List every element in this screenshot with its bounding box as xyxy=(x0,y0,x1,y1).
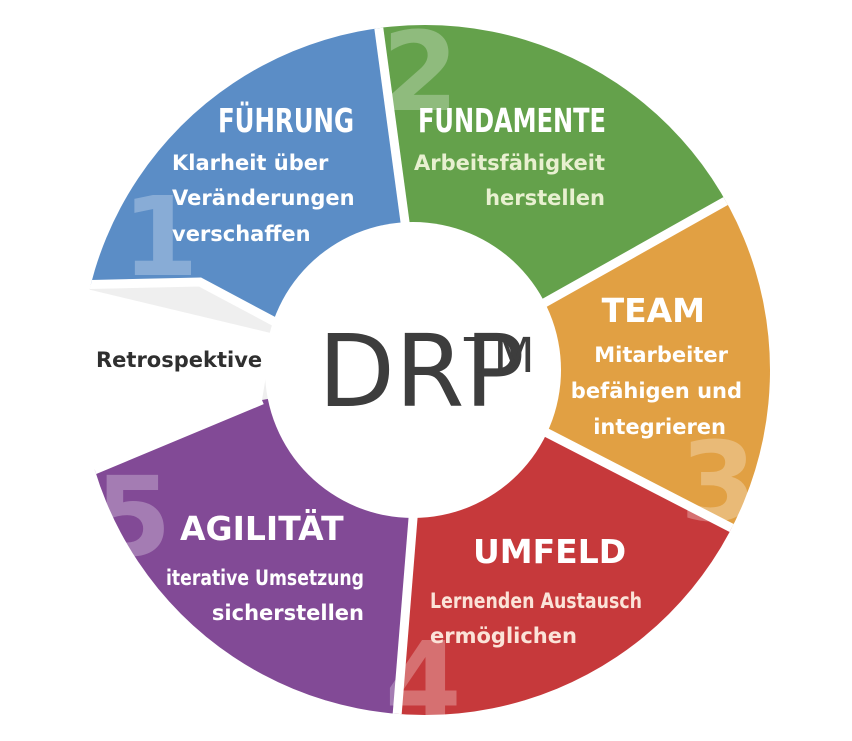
segment-fuehrung-line: Klarheit über xyxy=(172,151,329,175)
center-superscript: TM xyxy=(463,328,535,384)
center-circle xyxy=(265,222,561,518)
segment-team-line: Mitarbeiter xyxy=(594,343,728,367)
segment-team-line: integrieren xyxy=(593,415,726,439)
segment-fuehrung-description: Klarheit über Veränderungen verschaffen xyxy=(172,151,355,246)
segment-team-line: befähigen und xyxy=(571,379,742,403)
segment-fundamente-title: FUNDAMENTE xyxy=(418,101,606,140)
segment-umfeld-line: Lernenden Austausch xyxy=(430,589,642,613)
segment-agilitaet-description: iterative Umsetzung sicherstellen xyxy=(166,566,364,625)
segment-fuehrung-number: 1 xyxy=(122,173,199,301)
segment-agilitaet-line: iterative Umsetzung xyxy=(166,566,364,590)
segment-fuehrung-title: FÜHRUNG xyxy=(218,100,354,140)
segment-team xyxy=(425,130,770,590)
retrospektive-label: Retrospektive xyxy=(96,348,262,372)
segment-umfeld-description: Lernenden Austausch ermöglichen xyxy=(430,589,642,648)
segment-team-description: Mitarbeiter befähigen und integrieren xyxy=(571,343,742,439)
segment-umfeld-line: ermöglichen xyxy=(430,624,577,648)
segment-fundamente-number: 2 xyxy=(382,8,459,136)
segment-fuehrung-line: verschaffen xyxy=(172,222,311,246)
segment-agilitaet-line: sicherstellen xyxy=(212,601,364,625)
segment-agilitaet-title: AGILITÄT xyxy=(180,508,344,548)
segment-umfeld-number: 4 xyxy=(385,618,462,741)
segment-team-title: TEAM xyxy=(602,291,705,330)
segment-team-number: 3 xyxy=(680,418,757,546)
segment-agilitaet-number: 5 xyxy=(95,453,172,581)
segment-fundamente-line: herstellen xyxy=(485,186,605,210)
segment-fundamente-description: Arbeitsfähigkeit herstellen xyxy=(414,151,605,210)
center-title: DRP xyxy=(318,313,525,430)
segment-fuehrung-line: Veränderungen xyxy=(172,186,355,210)
segment-umfeld-title: UMFELD xyxy=(473,532,626,571)
segment-fundamente-line: Arbeitsfähigkeit xyxy=(414,151,605,175)
